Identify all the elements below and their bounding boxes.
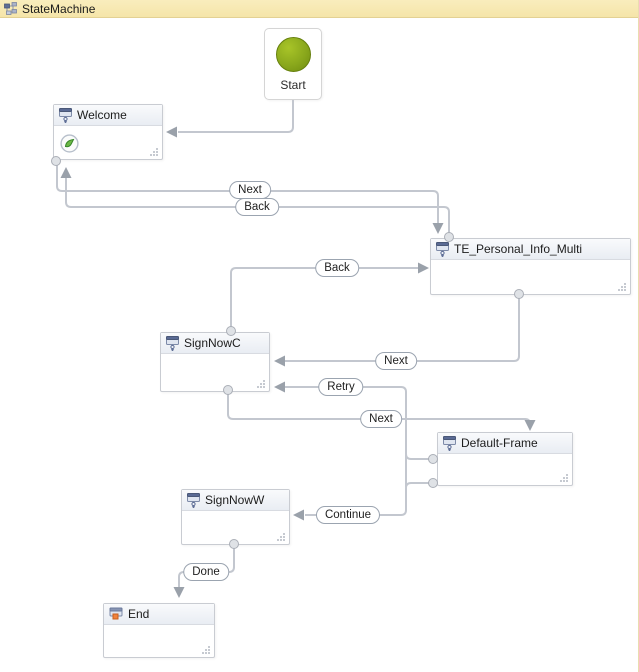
final-state-icon [109,607,123,620]
transition-label-next-2[interactable]: Next [375,352,417,370]
entry-action-icon [60,134,79,153]
state-body [431,260,630,295]
state-icon [187,492,200,508]
state-signnowc[interactable]: SignNowC [160,332,270,392]
state-machine-icon [4,2,17,15]
state-end[interactable]: End [103,603,215,658]
start-node[interactable]: Start [264,28,322,100]
state-welcome[interactable]: Welcome [53,104,163,160]
state-title: Default-Frame [461,436,538,450]
start-label: Start [280,78,306,92]
resize-grip[interactable] [201,645,211,655]
state-body [104,625,214,658]
state-body [54,126,162,160]
state-header: End [104,604,214,625]
state-header: Welcome [54,105,162,126]
start-circle-icon [275,37,311,72]
state-title: TE_Personal_Info_Multi [454,242,583,256]
state-icon [443,435,456,451]
state-header: TE_Personal_Info_Multi [431,239,630,260]
resize-grip[interactable] [617,282,627,292]
state-body [438,454,572,486]
state-header: SignNowW [182,490,289,511]
state-body [182,511,289,545]
state-icon [59,107,72,123]
resize-grip[interactable] [276,532,286,542]
transition-label-continue[interactable]: Continue [315,506,381,524]
transition-connector-retry[interactable] [274,381,431,488]
transition-label-done[interactable]: Done [183,563,229,581]
state-body [161,354,269,392]
state-icon [436,241,449,257]
state-te-personal-info-multi[interactable]: TE_Personal_Info_Multi [430,238,631,295]
transition-label-retry[interactable]: Retry [318,378,364,396]
resize-grip[interactable] [256,379,266,389]
state-default-frame[interactable]: Default-Frame [437,432,573,486]
state-title: SignNowW [205,493,265,507]
statemachine-header[interactable]: StateMachine [0,0,638,18]
state-title: Welcome [77,108,127,122]
state-signnoww[interactable]: SignNowW [181,489,290,545]
statemachine-title: StateMachine [22,1,96,16]
transition-label-back-2[interactable]: Back [315,259,359,277]
resize-grip[interactable] [149,147,159,157]
resize-grip[interactable] [559,473,569,483]
state-header: SignNowC [161,333,269,354]
transition-label-next-3[interactable]: Next [360,410,402,428]
state-title: SignNowC [184,336,241,350]
state-header: Default-Frame [438,433,572,454]
state-title: End [128,607,150,621]
transition-label-next-1[interactable]: Next [229,181,271,199]
state-icon [166,335,179,351]
transition-label-back-1[interactable]: Back [235,198,279,216]
initial-transition-connector[interactable] [166,100,294,138]
